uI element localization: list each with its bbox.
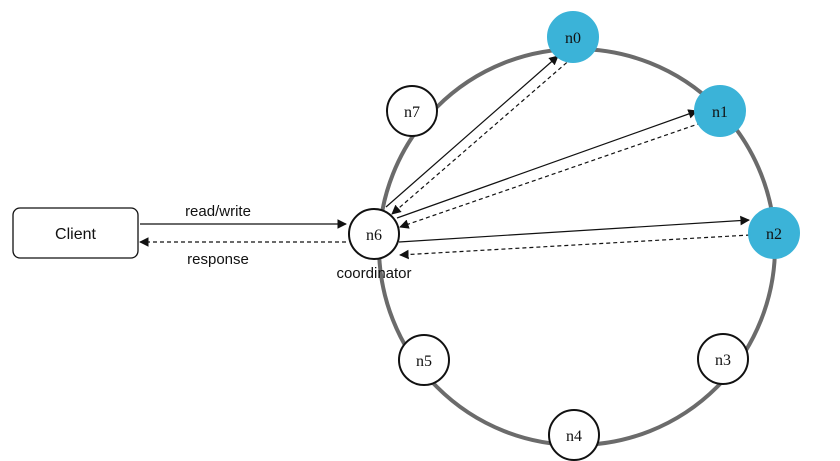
ring-node-n4: n4 xyxy=(548,409,600,461)
ring-node-n7: n7 xyxy=(386,85,438,137)
replicate-arrow-n2 xyxy=(398,215,750,243)
ring-node-n0-label: n0 xyxy=(565,30,581,47)
ack-arrow-n2 xyxy=(399,234,751,260)
coordinator-label: n6 xyxy=(366,227,382,244)
ring-node-n3-label: n3 xyxy=(715,352,731,369)
client-box: Client xyxy=(12,207,139,259)
ring-node-n1: n1 xyxy=(694,85,746,137)
ring-node-n5: n5 xyxy=(398,334,450,386)
response-label: response xyxy=(187,251,249,268)
ring-node-n2-label: n2 xyxy=(766,226,782,243)
coordinator-role-label: coordinator xyxy=(336,265,411,282)
replicate-arrow-n0 xyxy=(385,55,559,208)
ring-node-n5-label: n5 xyxy=(416,353,432,370)
ring-node-n1-label: n1 xyxy=(712,104,728,121)
request-label: read/write xyxy=(185,203,251,220)
coordinator-node: n6 xyxy=(348,208,400,260)
ring-node-n7-label: n7 xyxy=(404,104,420,121)
ring-node-n0: n0 xyxy=(547,11,599,63)
ring-node-n3: n3 xyxy=(697,333,749,385)
replicate-arrow-n1 xyxy=(396,109,698,219)
ring-node-n2: n2 xyxy=(748,207,800,259)
ack-arrow-n0 xyxy=(391,57,573,215)
client-label: Client xyxy=(55,226,96,243)
ring-node-n4-label: n4 xyxy=(566,428,582,445)
ack-arrow-n1 xyxy=(399,122,702,229)
